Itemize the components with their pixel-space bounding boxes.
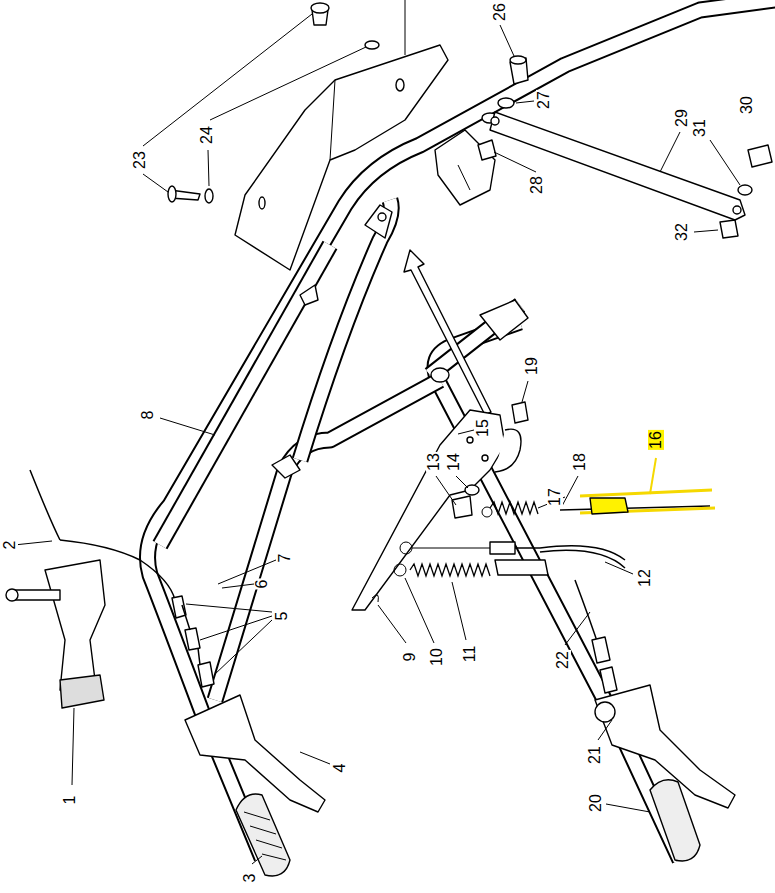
handlebar-frame	[148, 0, 775, 860]
callout-number: 26	[492, 2, 508, 22]
callout-number: 2	[2, 540, 18, 551]
callout-number: 28	[529, 175, 545, 195]
callout-number: 8	[140, 410, 156, 421]
callout-number: 4	[332, 763, 348, 774]
callout-number: 17	[547, 487, 563, 507]
callout-number: 16	[648, 430, 664, 450]
callout-number: 10	[429, 647, 445, 667]
callout-number: 29	[674, 108, 690, 128]
lever-plate	[352, 402, 548, 610]
right-handle	[595, 685, 735, 861]
callout-number: 13	[426, 452, 442, 472]
callout-number: 11	[462, 645, 478, 664]
callout-number: 7	[277, 553, 293, 564]
callout-number: 3	[242, 873, 258, 884]
callout-number: 18	[572, 452, 588, 472]
callout-number: 14	[446, 452, 462, 472]
callout-number: 32	[674, 222, 690, 242]
callout-number: 15	[475, 418, 491, 438]
bracket-plate	[235, 0, 448, 270]
callout-number: 27	[536, 90, 552, 110]
callout-number: 19	[524, 356, 540, 376]
callout-number: 22	[555, 650, 571, 670]
left-handle	[185, 695, 325, 876]
springs	[372, 502, 538, 602]
cables	[30, 470, 715, 693]
lever-1	[6, 560, 105, 708]
callout-number: 9	[402, 652, 418, 663]
callout-number: 23	[132, 150, 148, 170]
callout-number: 12	[637, 568, 653, 588]
leader-lines	[14, 14, 740, 864]
callout-number: 30	[739, 95, 755, 115]
direction-arrow	[404, 250, 491, 415]
callout-number: 1	[62, 795, 78, 806]
screws	[168, 3, 379, 203]
callout-number: 24	[199, 125, 215, 145]
callout-number: 6	[254, 579, 270, 590]
callout-number: 5	[274, 611, 290, 622]
callout-number: 21	[587, 745, 603, 765]
callout-number: 20	[588, 793, 604, 813]
callout-number: 31	[692, 118, 708, 138]
clamp-rod	[435, 56, 772, 238]
